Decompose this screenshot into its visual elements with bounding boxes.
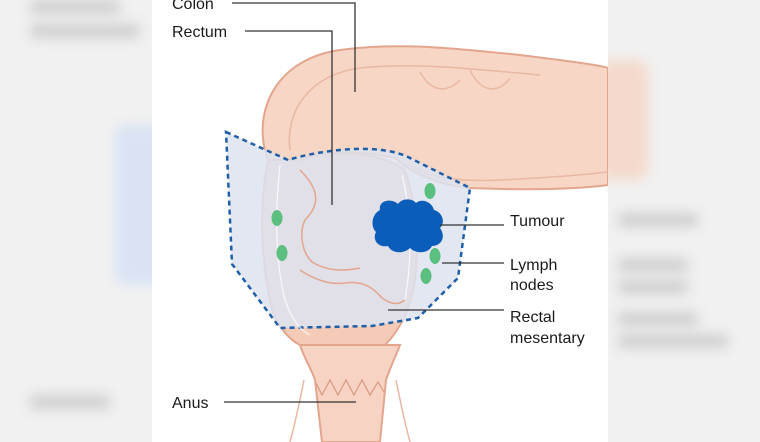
label-mesentery-line1: Rectal <box>510 309 555 326</box>
blurred-background-left <box>0 0 152 442</box>
lymph-node-ellipse <box>424 183 436 199</box>
label-colon: Colon <box>172 0 214 13</box>
label-lymph-line1: Lymph <box>510 257 557 274</box>
diagram-panel: Colon Rectum Tumour Lymph nodes Rectal m… <box>152 0 608 442</box>
rectal-mesentery <box>224 130 472 330</box>
label-lymph-line2: nodes <box>510 277 554 294</box>
tumour-blob <box>372 199 443 253</box>
label-mesentery-line2: mesentary <box>510 330 585 347</box>
blurred-background-right <box>608 0 760 442</box>
leader-colon <box>232 2 356 92</box>
lymph-node-ellipse <box>271 210 283 226</box>
label-rectum: Rectum <box>172 24 227 41</box>
lymph-node-ellipse <box>429 248 441 264</box>
label-tumour: Tumour <box>510 213 565 230</box>
lymph-node-ellipse <box>276 245 288 261</box>
leader-lines <box>224 2 504 403</box>
rectal-anatomy-diagram: Colon Rectum Tumour Lymph nodes Rectal m… <box>172 0 608 442</box>
leader-rectum <box>245 30 333 205</box>
anal-canal <box>298 344 402 442</box>
lymph-node-ellipse <box>420 268 432 284</box>
label-anus: Anus <box>172 395 208 412</box>
